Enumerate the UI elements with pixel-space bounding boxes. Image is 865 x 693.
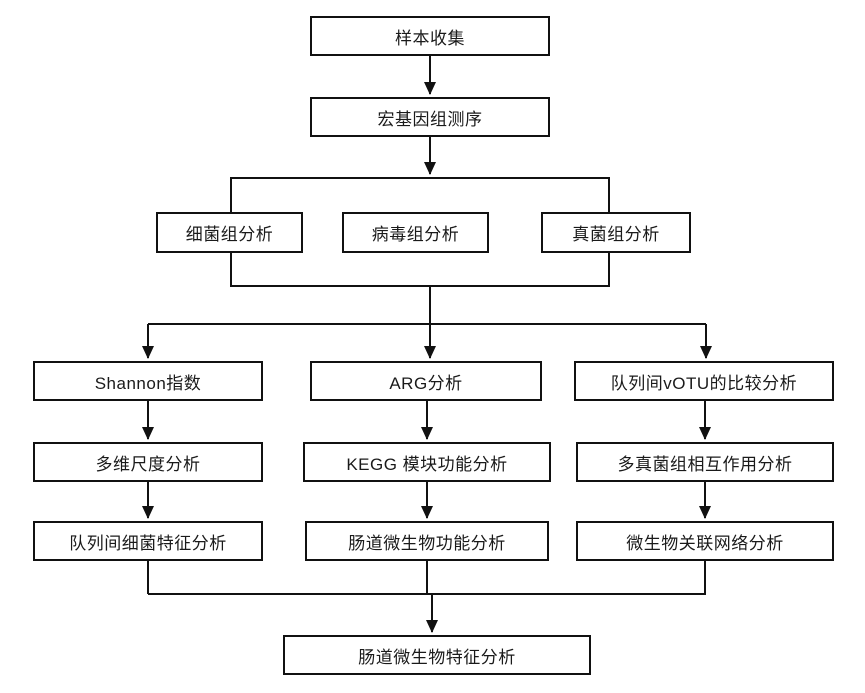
node-microbe-association-network: 微生物关联网络分析 [576, 521, 834, 561]
node-shannon-index: Shannon指数 [33, 361, 263, 401]
node-fungal-interaction: 多真菌组相互作用分析 [576, 442, 834, 482]
node-gut-microbe-function: 肠道微生物功能分析 [305, 521, 549, 561]
node-mds-analysis: 多维尺度分析 [33, 442, 263, 482]
node-bacteriome-analysis: 细菌组分析 [156, 212, 303, 253]
node-gut-microbe-features: 肠道微生物特征分析 [283, 635, 591, 675]
node-votu-comparison: 队列间vOTU的比较分析 [574, 361, 834, 401]
node-metagenomic-sequencing: 宏基因组测序 [310, 97, 550, 137]
node-virome-analysis: 病毒组分析 [342, 212, 489, 253]
node-cohort-bacteria-features: 队列间细菌特征分析 [33, 521, 263, 561]
node-sample-collection: 样本收集 [310, 16, 550, 56]
node-kegg-module-function: KEGG 模块功能分析 [303, 442, 551, 482]
node-arg-analysis: ARG分析 [310, 361, 542, 401]
node-mycobiome-analysis: 真菌组分析 [541, 212, 691, 253]
